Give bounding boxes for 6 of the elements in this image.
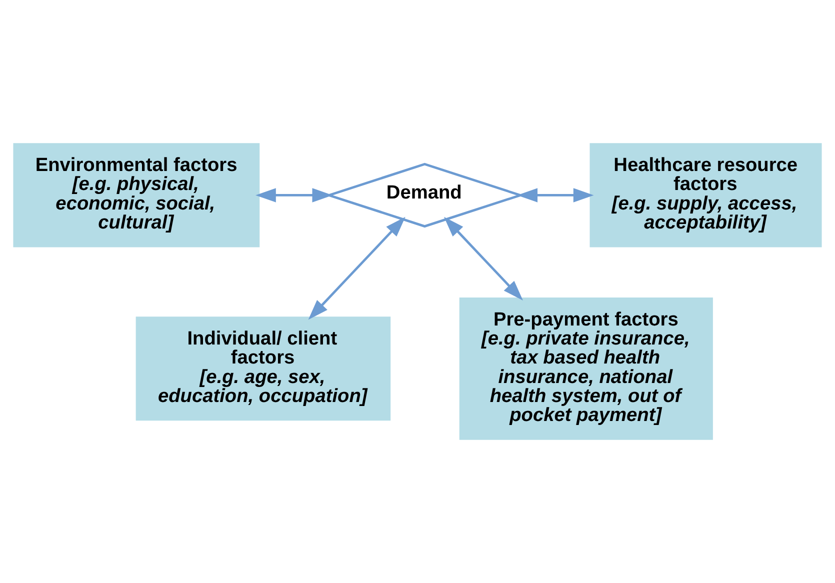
node-box: Individual/ client factors [e.g. age, sex, education, occupation]	[136, 316, 391, 421]
arrow	[444, 216, 523, 301]
node-box: Healthcare resource factors [e.g. supply, access, acceptability]	[590, 143, 822, 248]
arrow	[308, 216, 406, 320]
node-box: Environmental factors [e.g. physical, economic, social, cultural]	[13, 143, 260, 248]
node-box: Pre-payment factors [e.g. private insurance, tax based health insurance, national health system, out of pocket payment]	[459, 297, 713, 440]
